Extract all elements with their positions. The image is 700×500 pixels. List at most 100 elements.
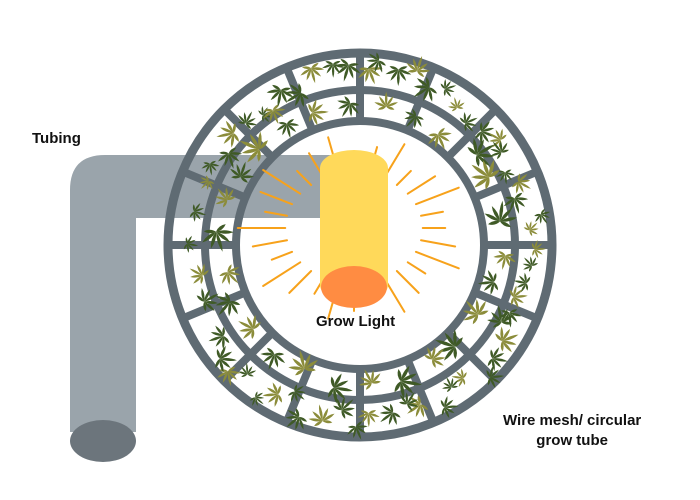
plant-leaf [203,162,210,165]
plant-leaf [299,350,305,369]
plant-icon [488,128,507,148]
plant-leaf [465,117,478,124]
plant-leaf [298,83,302,94]
plant-leaf [394,381,401,393]
plant-leaf [350,103,359,114]
plant-leaf [251,329,255,340]
plant-leaf [294,385,304,392]
plant-leaf [489,139,501,142]
plant-leaf [450,101,458,108]
plant-leaf [523,227,530,231]
plant-leaf [263,108,273,112]
plant-leaf [194,211,207,216]
plant-leaf [333,60,341,65]
plant-leaf [295,368,305,376]
plant-leaf [347,425,357,429]
grow-light-label: Grow Light [316,313,396,330]
plant-leaf [488,220,501,225]
plant-leaf [360,377,372,383]
plant-leaf [294,391,298,403]
plant-leaf [262,354,275,363]
plant-leaf [443,382,452,388]
plant-leaf [287,410,300,417]
plant-leaf [380,412,393,422]
plant-icon [379,403,401,426]
plant-leaf [255,396,265,399]
plant-icon [217,147,243,169]
plant-leaf [215,335,224,347]
plant-leaf [294,384,298,392]
plant-leaf [453,329,457,347]
plant-leaf [492,358,508,362]
plant-leaf [201,163,210,169]
plant-icon [451,368,467,387]
plant-leaf [498,170,506,173]
plant-leaf [437,132,452,136]
plant-leaf [462,310,479,315]
plant-leaf [517,173,521,182]
plant-leaf [286,123,291,139]
plant-leaf [245,122,257,126]
plant-leaf [221,272,228,284]
plant-leaf [204,293,219,302]
plant-leaf [374,60,379,73]
plant-leaf [444,407,455,414]
plant-leaf [290,391,295,403]
plant-leaf [416,71,425,77]
plant-leaf [216,230,234,234]
plant-icon [347,421,368,440]
plant-leaf [338,103,351,109]
plant-leaf [374,102,387,107]
plant-leaf [333,387,346,400]
light-ray [406,261,427,275]
plant-leaf [294,390,306,394]
tubing-open-end [70,420,136,462]
mesh-spoke [473,288,539,323]
plant-leaf [513,285,517,298]
plant-leaf [200,275,204,285]
plant-leaf [288,366,305,370]
plant-leaf [444,407,450,419]
plant-leaf [518,179,531,183]
plant-leaf [186,243,189,253]
plant-leaf [446,377,452,388]
plant-leaf [462,378,466,385]
plant-icon [513,272,531,293]
plant-leaf [238,321,254,330]
plant-leaf [225,120,234,134]
plant-leaf [407,392,415,405]
plant-leaf [222,326,225,336]
plant-leaf [263,109,273,119]
plant-leaf [428,87,438,94]
plant-leaf [417,395,421,405]
plant-leaf [249,397,256,401]
plant-leaf [357,413,369,418]
plant-leaf [222,199,228,208]
plant-leaf [539,214,542,224]
plant-leaf [208,181,213,190]
plant-leaf [312,112,318,126]
plant-leaf [255,397,258,407]
plant-leaf [255,392,264,398]
plant-leaf [416,116,424,120]
plant-leaf [228,147,237,154]
plant-leaf [392,412,401,418]
plant-icon [531,240,547,259]
plant-leaf [205,175,209,182]
plant-leaf [278,122,287,125]
plant-leaf [523,265,532,270]
plant-leaf [398,66,408,70]
plant-leaf [299,416,304,430]
plant-icon [328,373,353,404]
plant-icon [215,187,236,208]
plant-icon [509,285,528,308]
plant-leaf [253,322,261,330]
plant-leaf [399,401,408,405]
plant-icon [288,350,318,376]
plant-leaf [258,131,262,150]
plant-leaf [451,376,464,379]
plant-leaf [227,272,231,285]
plant-icon [385,66,412,87]
plant-leaf [505,172,512,181]
mesh-spoke [181,288,247,323]
